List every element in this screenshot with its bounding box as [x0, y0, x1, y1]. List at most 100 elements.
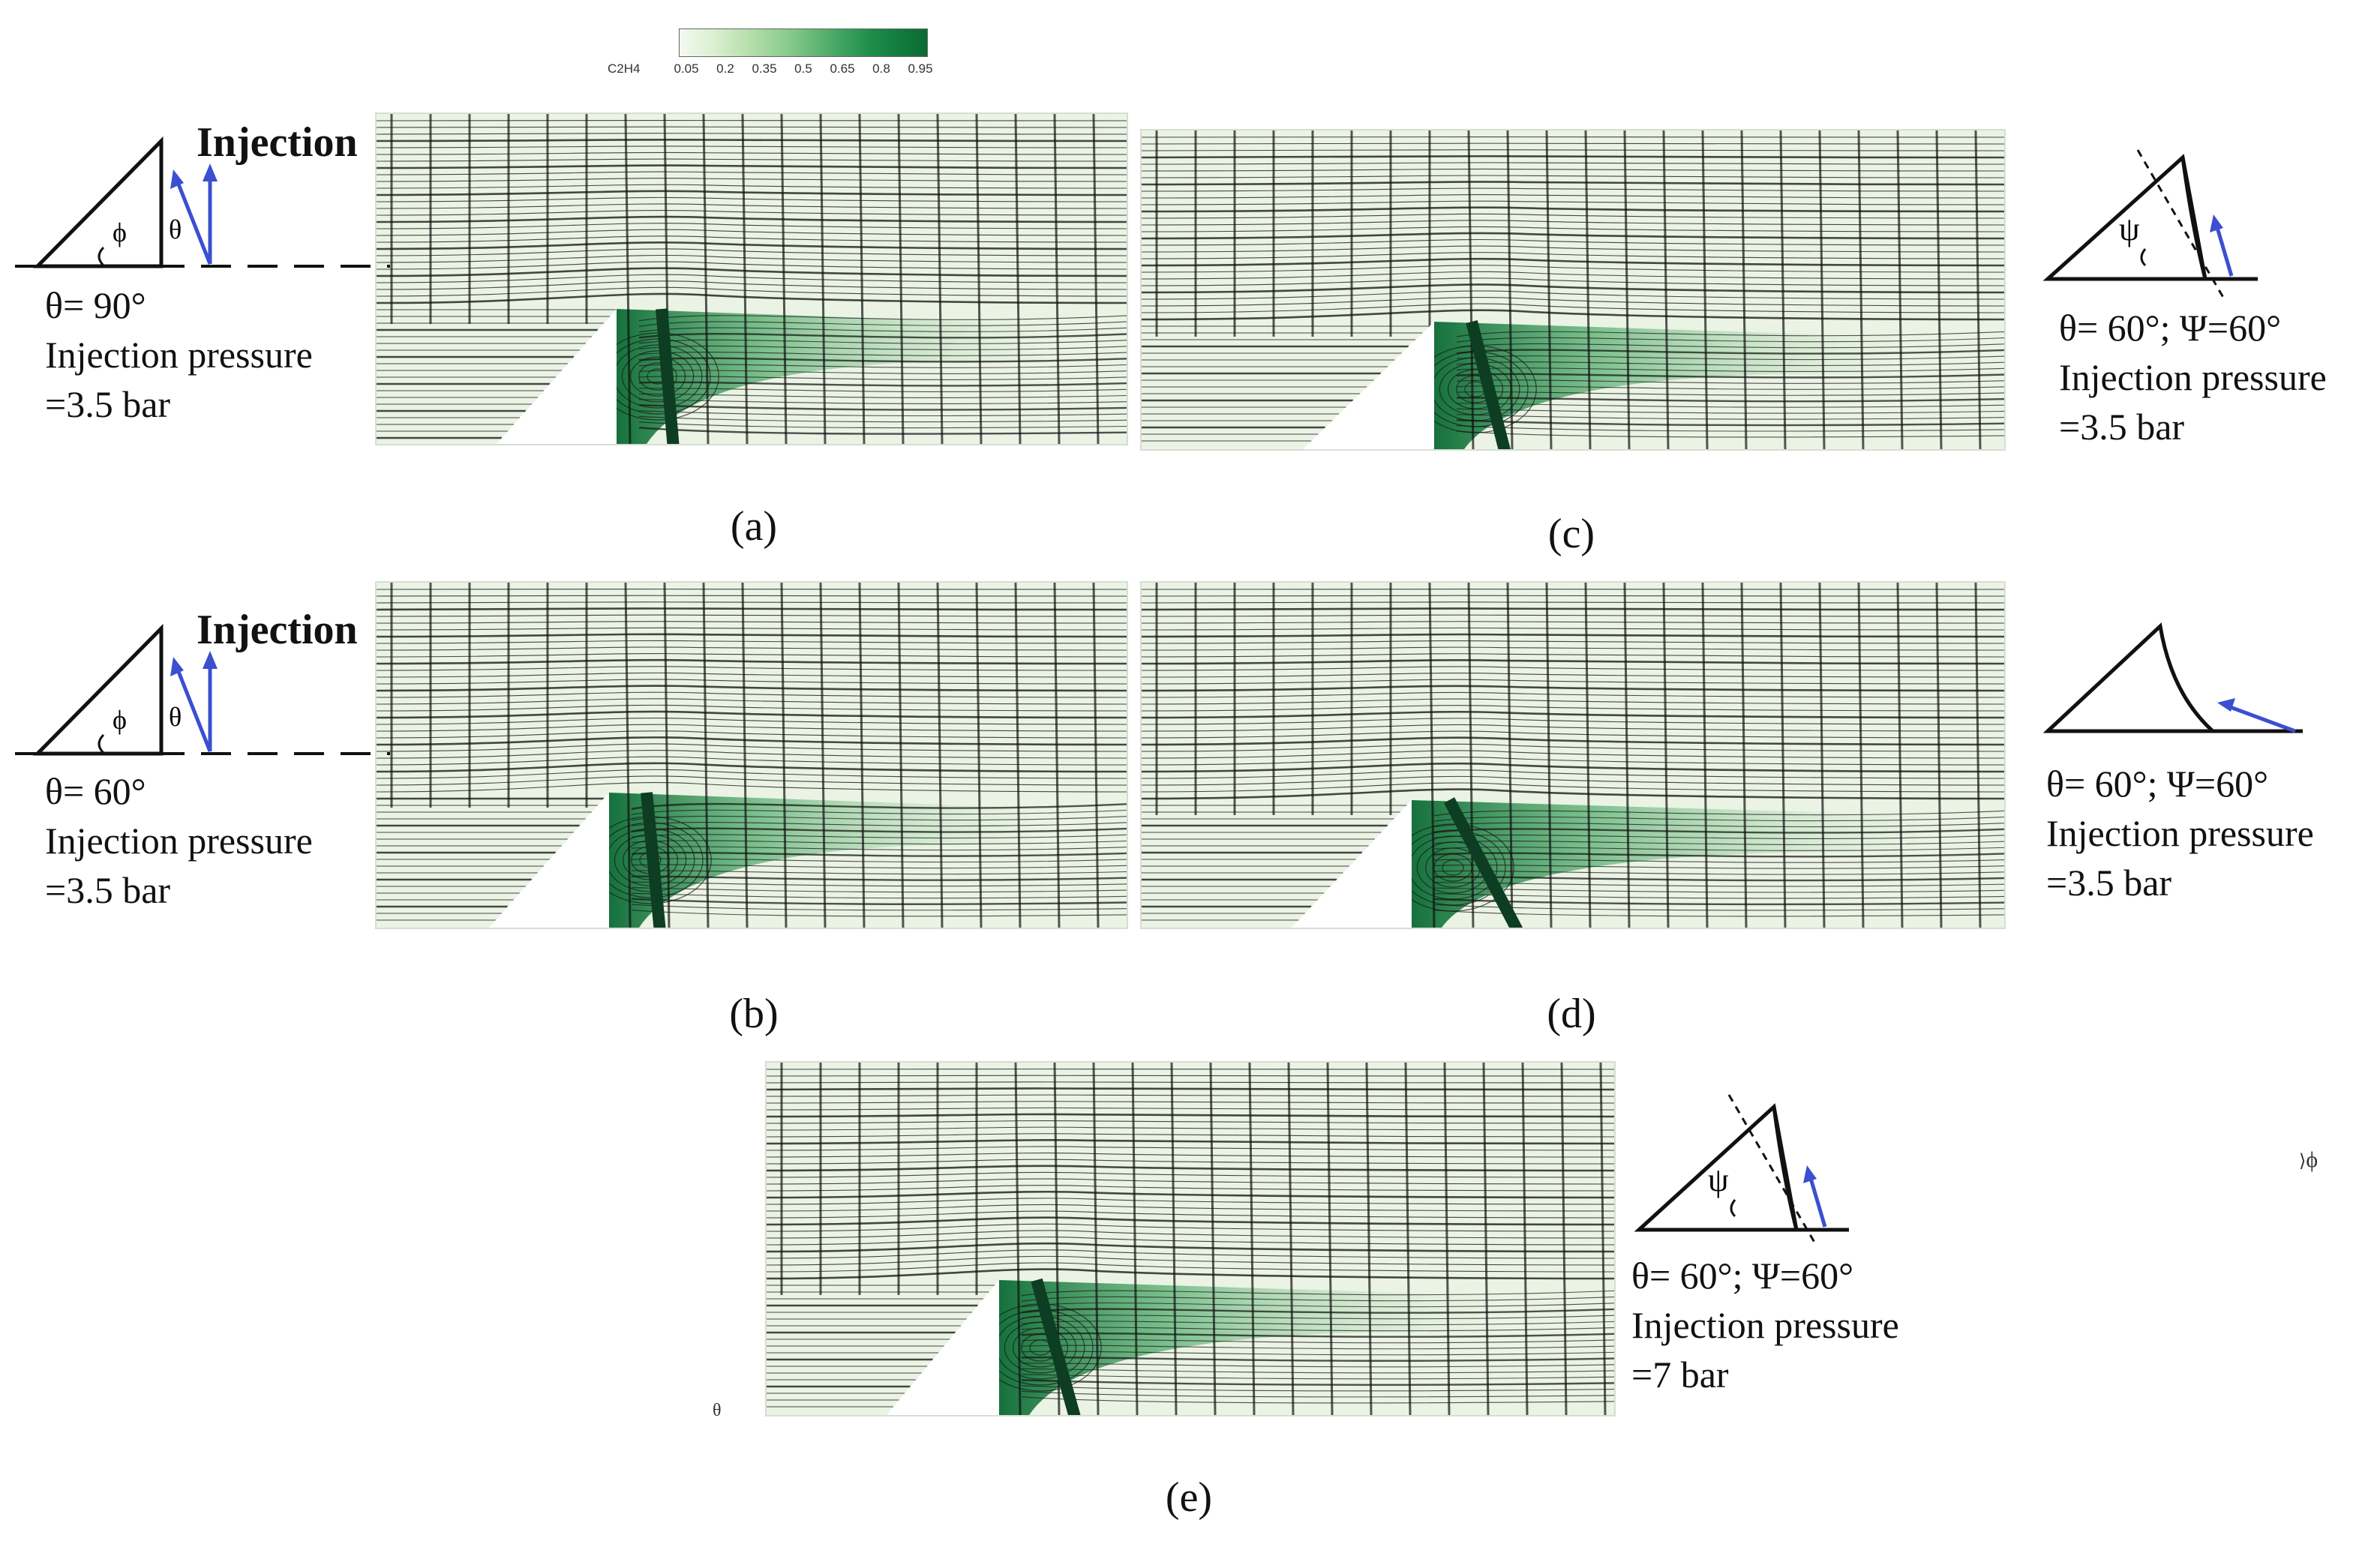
streamline: [1142, 187, 2004, 192]
streamline: [1142, 685, 2004, 692]
velocity-marker-line: [1482, 1063, 1490, 1415]
streamline: [377, 138, 1127, 142]
panel-caption-b: (b): [729, 991, 779, 1037]
streamline: [1433, 828, 2004, 834]
pressure-label: Injection pressure: [1631, 1304, 1899, 1346]
velocity-marker-line: [1662, 583, 1670, 928]
velocity-marker-line: [1779, 130, 1787, 449]
streamline: [1142, 621, 2004, 624]
injector-sketch-e: ψ: [1634, 1094, 1849, 1246]
streamline: [1142, 646, 2004, 651]
streamline: [631, 858, 1127, 863]
velocity-marker-line: [1974, 130, 1982, 449]
streamline: [1456, 331, 2004, 337]
streamline: [1142, 277, 2004, 286]
streamline: [1433, 887, 2004, 893]
streamline: [1456, 414, 2004, 420]
streamline: [1456, 373, 2004, 379]
streamline: [1021, 1385, 1614, 1392]
injector-jet: [1443, 797, 1523, 928]
streamline: [1142, 194, 2004, 199]
theta-label: θ: [169, 702, 182, 732]
streamline: [1021, 1374, 1614, 1380]
velocity-marker-line: [1545, 583, 1553, 928]
streamline: [377, 595, 1127, 597]
angle-value: θ= 60°; Ψ=60°: [2046, 763, 2269, 805]
velocity-marker-line: [1506, 583, 1514, 928]
velocity-marker-line: [1467, 130, 1475, 449]
injector-sketch-a: ϕ θ: [15, 136, 390, 268]
fuel-plume: [999, 1280, 1479, 1415]
streamline: [377, 601, 1127, 604]
streamline: [1142, 627, 2004, 631]
streamline-panel-e: [765, 1061, 1616, 1417]
streamline: [1142, 762, 2004, 773]
fuel-plume: [617, 309, 1037, 444]
streamline: [1142, 257, 2004, 267]
colorbar-gradient: [679, 28, 928, 57]
stray-phi-label: ϕ: [2306, 1147, 2318, 1172]
streamline: [1021, 1368, 1614, 1374]
velocity-marker-line: [1545, 130, 1553, 449]
streamline: [1142, 226, 2004, 232]
velocity-marker-line: [1053, 114, 1061, 444]
velocity-marker-line: [1092, 583, 1100, 928]
velocity-marker-line: [1209, 1063, 1217, 1415]
streamline: [1142, 736, 2004, 746]
pressure-label: Injection pressure: [45, 820, 313, 862]
streamline: [1021, 1390, 1614, 1398]
streamline: [377, 133, 1127, 135]
velocity-marker-line: [858, 114, 866, 444]
streamline: [1142, 679, 2004, 685]
velocity-marker-line: [1584, 130, 1592, 449]
streamline: [1456, 367, 2004, 372]
streamline: [1142, 181, 2004, 186]
pressure-label: Injection pressure: [2059, 356, 2327, 398]
velocity-marker-line: [1740, 583, 1748, 928]
params-c: θ= 60°; Ψ=60° Injection pressure =3.5 ba…: [2059, 303, 2327, 451]
streamline: [767, 1120, 1614, 1124]
panel-caption-e: (e): [1165, 1474, 1213, 1521]
colorbar-tick: 0.2: [716, 61, 734, 76]
streamline: [1433, 875, 2004, 882]
velocity-marker-line: [1740, 130, 1748, 449]
streamline: [767, 1185, 1614, 1192]
streamline: [1433, 910, 2004, 917]
velocity-marker-line: [780, 114, 788, 444]
streamline: [1142, 168, 2004, 172]
pressure-label: Injection pressure: [2046, 812, 2314, 854]
velocity-marker-line: [1818, 583, 1826, 928]
streamline: [767, 1101, 1614, 1104]
velocity-marker-line: [1365, 1063, 1373, 1415]
streamline: [377, 171, 1127, 175]
streamline: [1456, 403, 2004, 408]
streamline: [1456, 343, 2004, 349]
velocity-marker-line: [1053, 583, 1061, 928]
pressure-value: =3.5 bar: [2059, 406, 2185, 448]
streamline: [1433, 810, 2004, 817]
streamline: [631, 864, 1127, 869]
streamline: [1142, 265, 2004, 273]
velocity-marker-line: [858, 583, 866, 928]
streamline: [631, 892, 1127, 899]
streamline: [1456, 379, 2004, 384]
streamline: [1456, 424, 2004, 432]
streamline: [1142, 245, 2004, 253]
angle-value: θ= 60°; Ψ=60°: [1631, 1255, 1854, 1297]
streamline: [1142, 232, 2004, 240]
pressure-value: =3.5 bar: [45, 383, 171, 425]
velocity-marker-line: [975, 114, 983, 444]
colorbar-tick: 0.35: [752, 61, 777, 76]
streamline: [767, 1171, 1614, 1178]
streamline: [1142, 271, 2004, 280]
cavity-ramp-wall: [489, 793, 609, 928]
streamline: [638, 404, 1127, 411]
streamline: [1142, 614, 2004, 617]
streamline: [377, 782, 1127, 793]
streamline-field: [377, 114, 1127, 444]
streamline-panel-b: [375, 581, 1128, 929]
streamline: [631, 851, 1127, 857]
streamline: [631, 904, 1127, 911]
streamline: [767, 1165, 1614, 1172]
streamline: [377, 254, 1127, 263]
